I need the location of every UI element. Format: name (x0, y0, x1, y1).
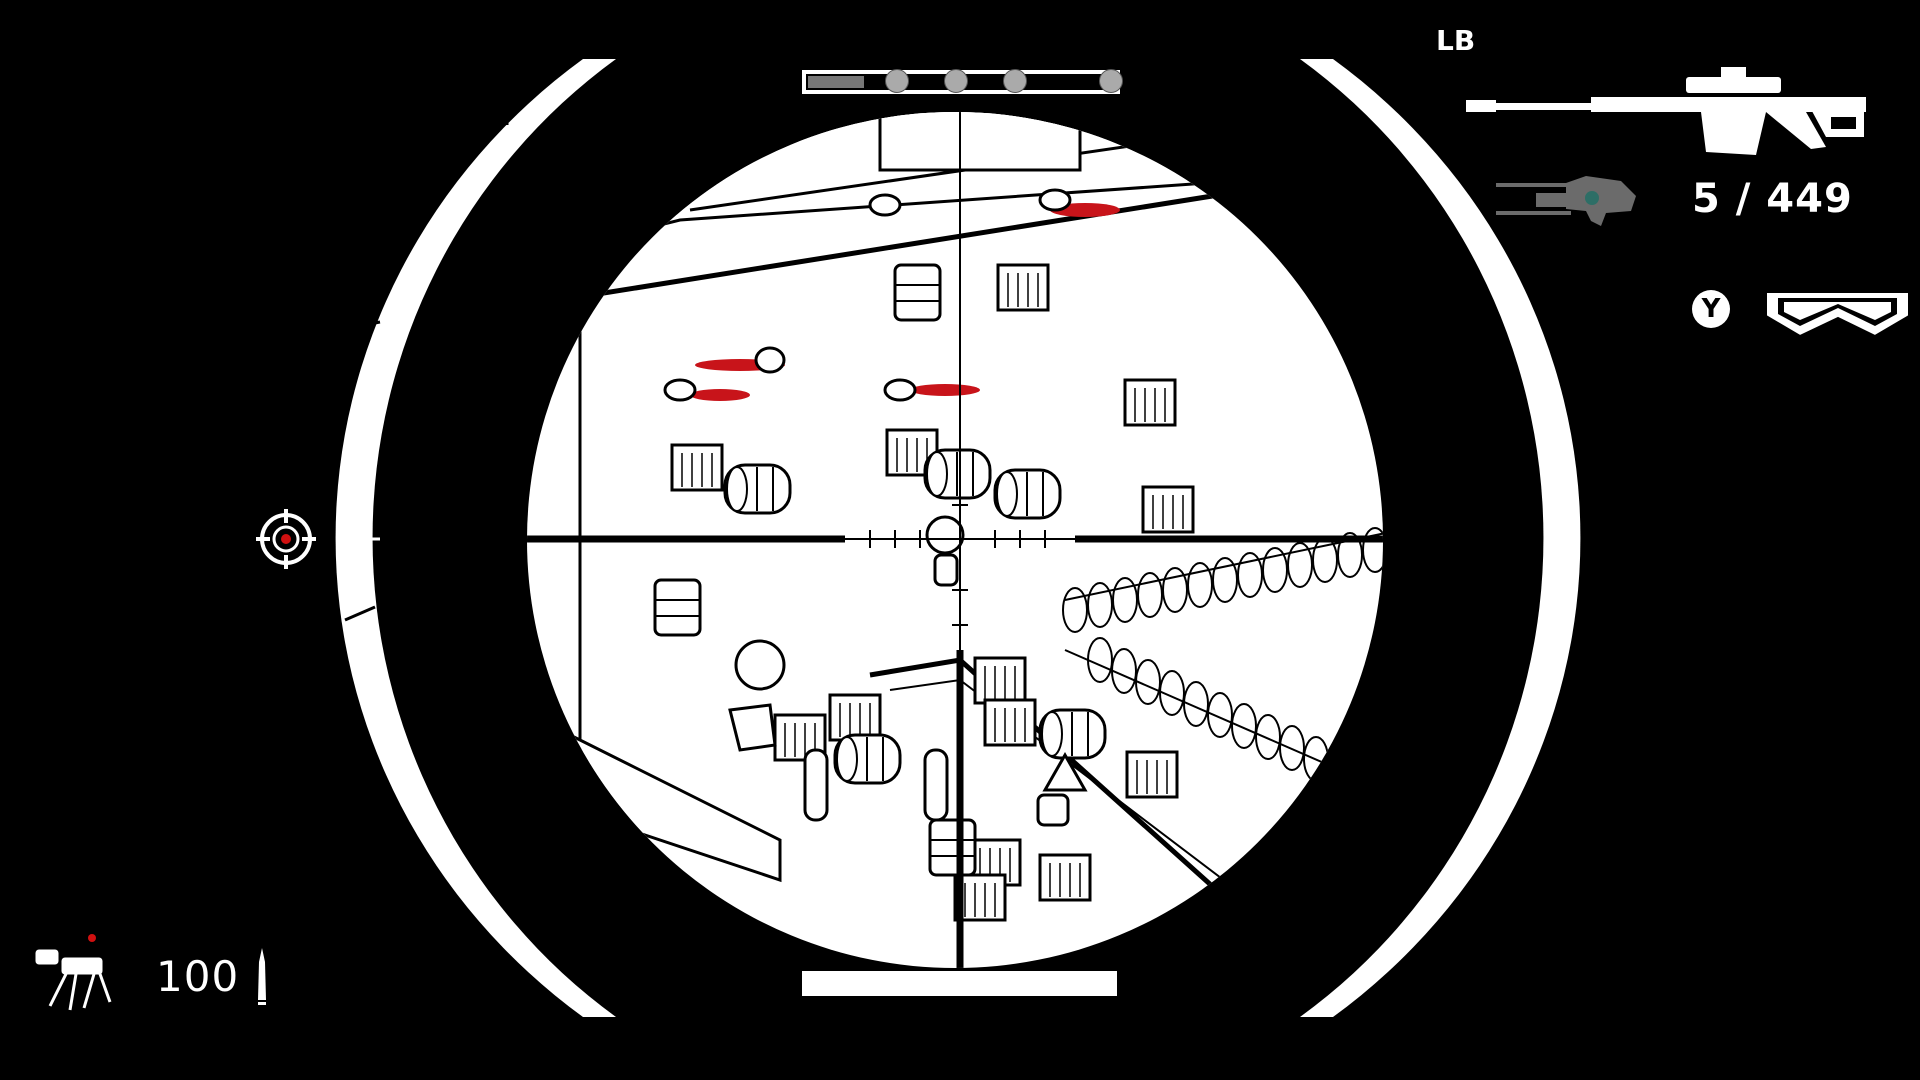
scope-zoom-bar (802, 971, 1117, 996)
bullet-icon (258, 948, 266, 1005)
crate (828, 693, 882, 742)
target-marker-icon (256, 509, 316, 569)
crate (973, 656, 1027, 705)
crates (670, 263, 1195, 922)
objective-progress-bar (802, 69, 1123, 94)
crate (670, 443, 724, 492)
barrel (923, 448, 992, 500)
progress-fill (808, 76, 864, 88)
weapon-swap-button-hint: LB (1436, 24, 1476, 57)
crate (983, 698, 1037, 747)
goggles-icon (1765, 291, 1910, 338)
crate (1123, 378, 1177, 427)
crate (1038, 853, 1092, 902)
robot-dog-icon (35, 934, 112, 1011)
crate (1125, 750, 1179, 799)
scope-lens-scene (527, 112, 1383, 968)
sniper-rifle-icon (1466, 67, 1866, 155)
barrel (993, 468, 1062, 520)
barrel (893, 263, 942, 322)
health-counter: 100 (156, 952, 240, 1001)
secondary-weapon-icon (1496, 176, 1636, 226)
barrel (723, 463, 792, 515)
progress-checkpoint-marker (943, 69, 968, 93)
barrel (653, 578, 702, 637)
scope-reticle (527, 112, 1383, 968)
progress-checkpoint-marker (1002, 69, 1027, 93)
crate (1141, 485, 1195, 534)
crate (996, 263, 1050, 312)
barbed-wire-fence (1062, 527, 1383, 804)
barrel (1038, 708, 1107, 760)
barrel (928, 818, 977, 877)
ammo-counter: 5 / 449 (1692, 176, 1853, 222)
crate (773, 713, 827, 762)
enemies (663, 188, 1088, 827)
progress-checkpoint-marker (1098, 69, 1123, 93)
progress-checkpoint-marker (884, 69, 909, 93)
barrels (653, 263, 1107, 877)
barrel (833, 733, 902, 785)
gadget-button-hint: Y (1692, 290, 1730, 328)
